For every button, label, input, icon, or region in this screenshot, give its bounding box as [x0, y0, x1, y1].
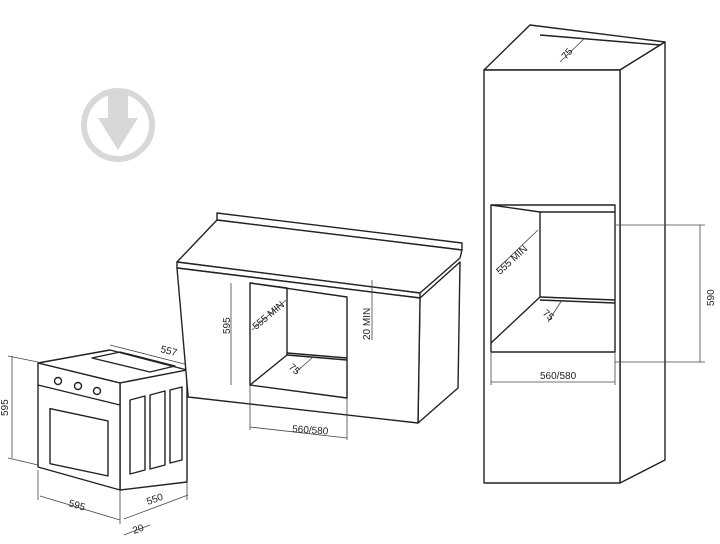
oven-drawing	[37, 349, 188, 491]
under-counter-cabinet	[176, 212, 463, 424]
tc-niche-height-label: 590	[706, 289, 717, 306]
watermark-logo-top	[81, 88, 155, 162]
tc-niche-width-label: 560/580	[540, 371, 577, 382]
oven-depth-top-label: 557	[159, 344, 178, 359]
uc-niche-width-label: 560/580	[292, 424, 329, 438]
oven-depth-side-label: 550	[145, 492, 165, 508]
oven-width-label: 595	[67, 498, 86, 513]
uc-top-gap-label: 20 MIN	[362, 308, 373, 340]
tall-cabinet	[483, 24, 666, 484]
uc-niche-height-label: 595	[222, 317, 233, 334]
oven-front-offset-label: 20	[131, 523, 146, 537]
oven-height-label: 595	[0, 399, 11, 416]
